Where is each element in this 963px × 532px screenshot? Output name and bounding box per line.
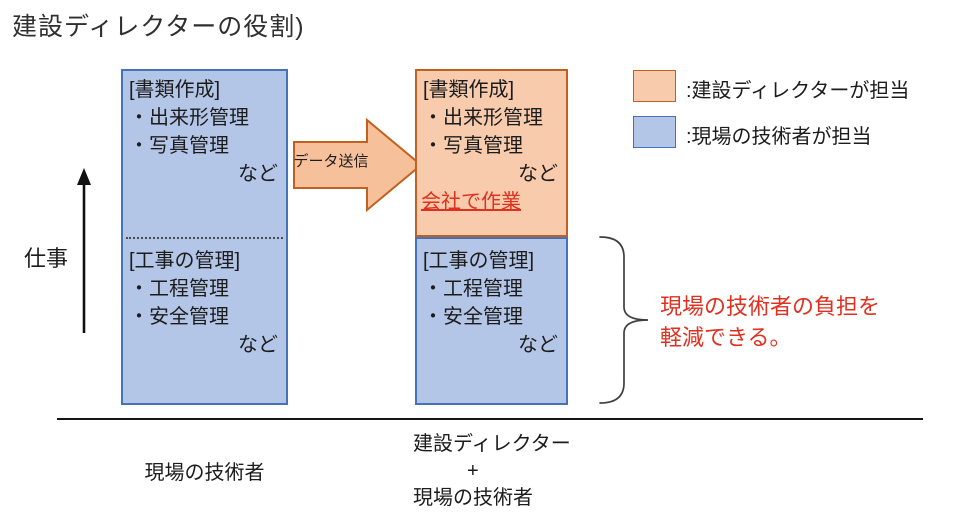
office-work-note: 会社で作業	[421, 191, 521, 213]
legend-swatch-field	[633, 116, 676, 148]
list-item: ・出来形管理	[129, 107, 249, 129]
left-mgmt-section: [工事の管理] ・工程管理 ・安全管理 など	[123, 247, 286, 359]
right-mgmt-section: [工事の管理] ・工程管理 ・安全管理 など	[417, 247, 566, 359]
right-doc-section: [書類作成] ・出来形管理 ・写真管理 など 会社で作業	[417, 76, 566, 216]
benefit-note: 現場の技術者の負担を 軽減できる。	[660, 291, 880, 353]
legend-swatch-director	[633, 70, 676, 102]
field-task-box: [工事の管理] ・工程管理 ・安全管理 など	[415, 237, 568, 405]
data-send-arrow-label: データ送信	[293, 152, 369, 170]
page-title: 建設ディレクターの役割)	[12, 13, 305, 41]
data-send-arrow	[293, 118, 423, 213]
legend-label-director: :建設ディレクターが担当	[686, 80, 910, 102]
etc-label: など	[518, 334, 558, 356]
baseline-rule	[57, 418, 923, 420]
benefit-note-line: 現場の技術者の負担を	[660, 294, 881, 319]
right-axis-label: 建設ディレクター + 現場の技術者	[413, 431, 571, 512]
section-header: [工事の管理]	[423, 250, 535, 272]
list-item: ・出来形管理	[423, 107, 543, 129]
list-item: ・写真管理	[129, 135, 229, 157]
y-axis-label: 仕事	[24, 246, 69, 271]
director-task-box: [書類作成] ・出来形管理 ・写真管理 など 会社で作業	[415, 69, 568, 237]
section-header: [書類作成]	[423, 79, 515, 101]
left-doc-section: [書類作成] ・出来形管理 ・写真管理 など	[123, 76, 286, 188]
list-item: ・安全管理	[423, 306, 523, 328]
etc-label: など	[238, 163, 278, 185]
etc-label: など	[518, 163, 558, 185]
list-item: ・工程管理	[423, 278, 523, 300]
list-item: ・工程管理	[129, 278, 229, 300]
right-axis-label-line: 建設ディレクター	[413, 433, 571, 455]
curly-brace	[599, 236, 649, 404]
left-axis-label: 現場の技術者	[144, 462, 265, 484]
list-item: ・写真管理	[423, 135, 523, 157]
right-axis-label-line: 現場の技術者	[413, 487, 533, 509]
benefit-note-line: 軽減できる。	[660, 325, 792, 350]
section-header: [工事の管理]	[129, 250, 241, 272]
left-task-box: [書類作成] ・出来形管理 ・写真管理 など [工事の管理] ・工程管理 ・安全…	[121, 69, 288, 405]
plus-sign: +	[467, 460, 479, 482]
etc-label: など	[238, 334, 278, 356]
y-axis-arrow	[77, 168, 91, 333]
list-item: ・安全管理	[129, 306, 229, 328]
section-header: [書類作成]	[129, 79, 221, 101]
legend-label-field: :現場の技術者が担当	[686, 126, 872, 148]
dotted-divider	[126, 237, 283, 239]
